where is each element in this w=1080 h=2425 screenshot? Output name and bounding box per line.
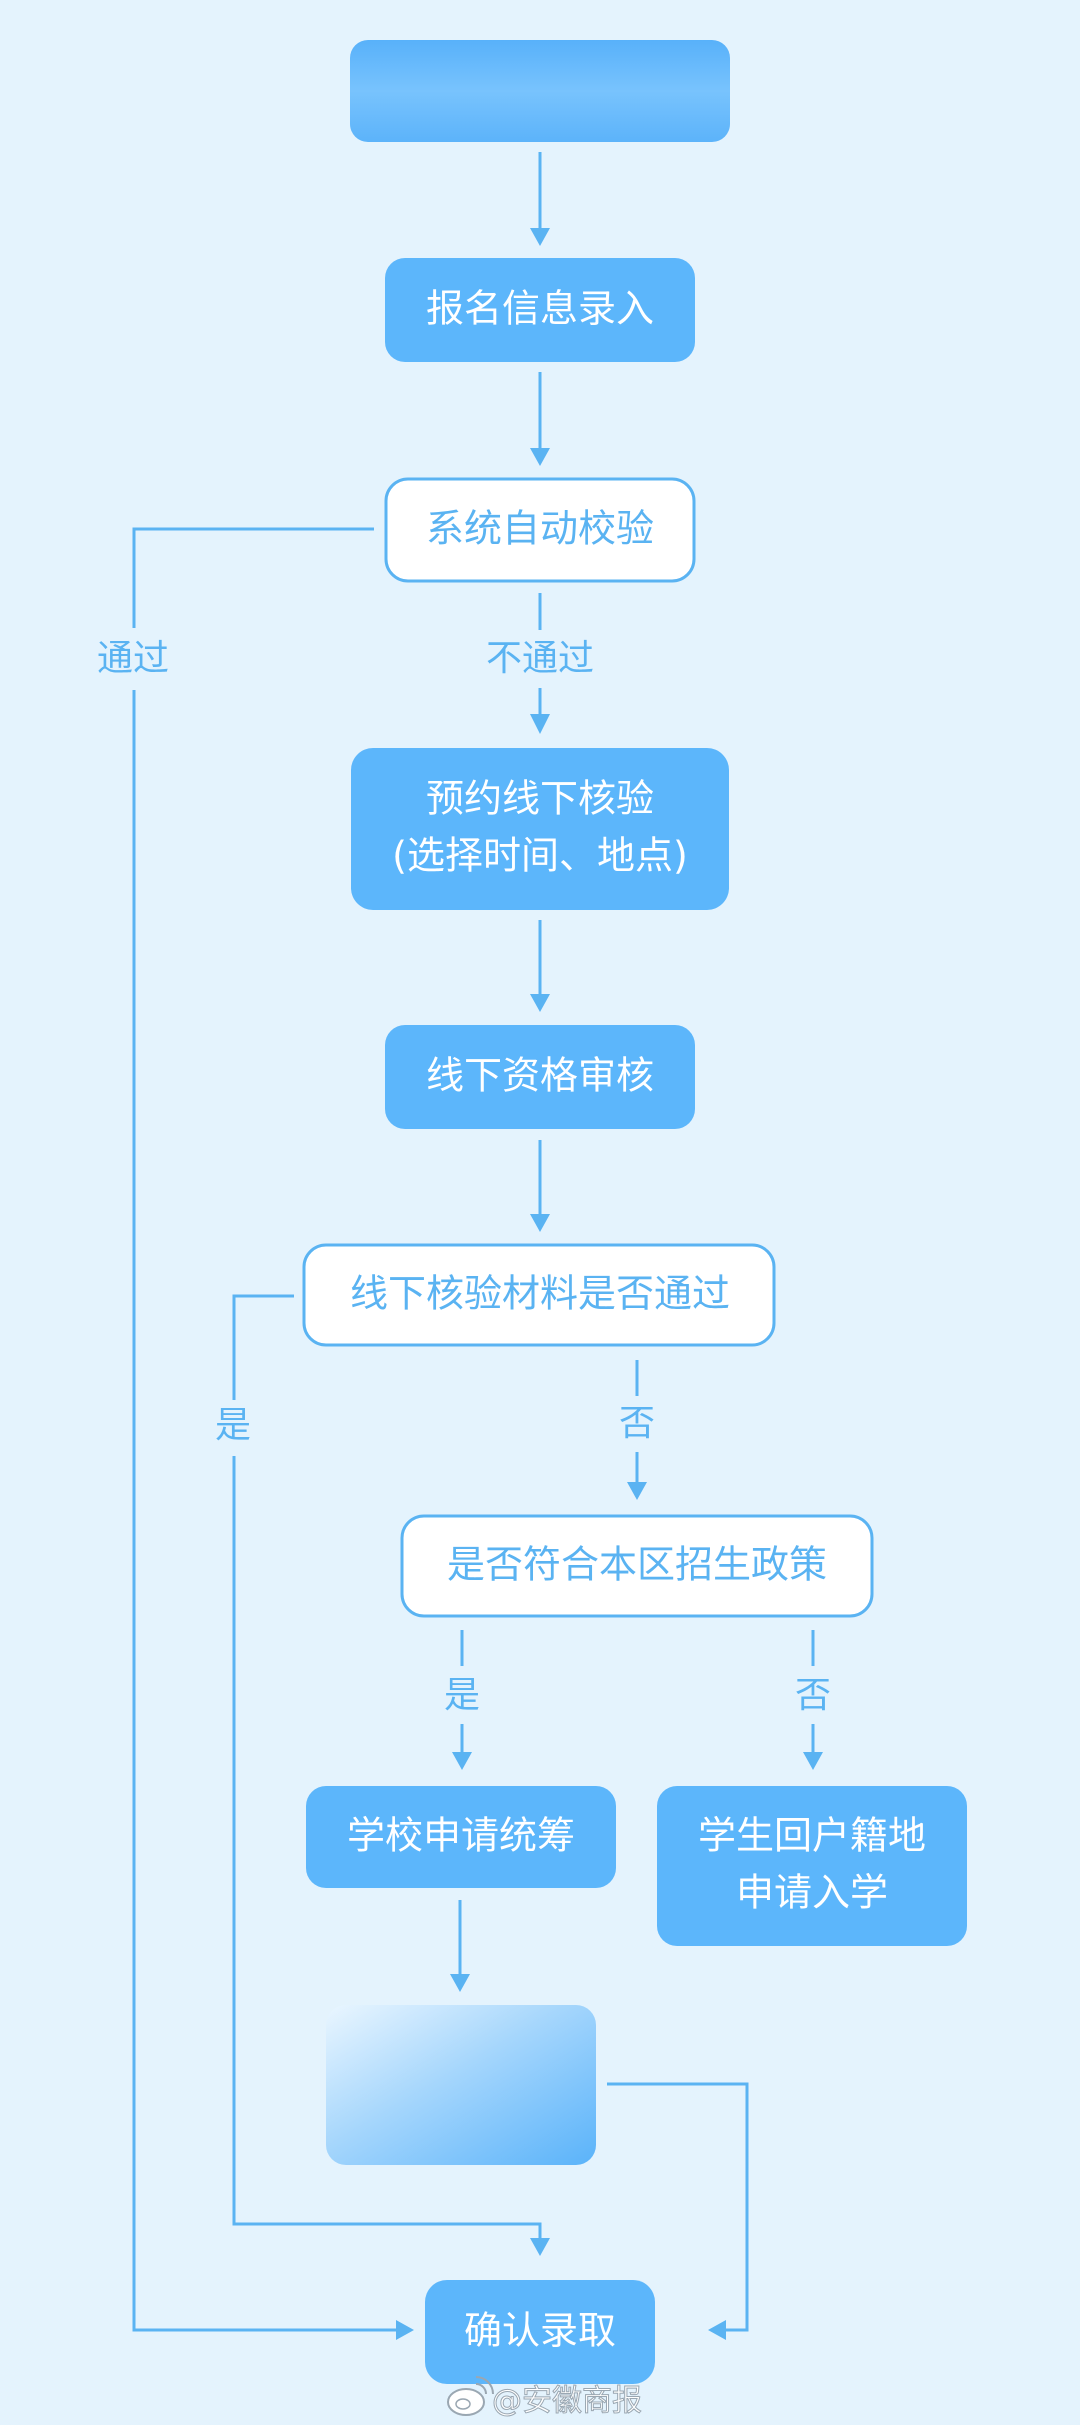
return-home-label-line1: 学生回户籍地 xyxy=(698,1814,926,1858)
arrow-head xyxy=(530,228,550,246)
node-return-home: 学生回户籍地 申请入学 xyxy=(657,1786,967,1946)
school-coord-label: 学校申请统筹 xyxy=(347,1814,575,1858)
auto-check-label: 系统自动校验 xyxy=(426,507,654,551)
edge-label-material-no: 否 xyxy=(619,1403,655,1444)
node-appointment: 预约线下核验 (选择时间、地点) xyxy=(351,748,729,910)
appointment-box xyxy=(351,748,729,910)
edge-auto-pass-lower xyxy=(132,690,400,2332)
edge-label-policy-yes: 是 xyxy=(444,1675,480,1716)
material-check-label: 线下核验材料是否通过 xyxy=(350,1272,730,1316)
appointment-label-line1: 预约线下核验 xyxy=(426,777,654,821)
watermark: @安徽商报 xyxy=(447,2376,643,2419)
node-top-blank xyxy=(350,40,730,142)
edge-label-policy-no: 否 xyxy=(795,1675,831,1716)
node-entry: 报名信息录入 xyxy=(385,258,695,362)
auto-check-box xyxy=(384,477,696,583)
edge-auto-pass-upper xyxy=(132,527,374,628)
confirm-box xyxy=(425,2280,655,2384)
material-check-box xyxy=(302,1243,776,1347)
arrow-head xyxy=(530,448,550,466)
offline-review-label: 线下资格审核 xyxy=(426,1054,654,1098)
confirm-label: 确认录取 xyxy=(464,2309,616,2353)
return-home-box xyxy=(657,1786,967,1946)
node-material-check: 线下核验材料是否通过 xyxy=(302,1243,776,1347)
top-blank-box xyxy=(350,40,730,142)
policy-check-box xyxy=(400,1514,874,1618)
connectors xyxy=(132,152,823,2340)
arrow-head xyxy=(452,1752,472,1770)
arrow-head xyxy=(530,1214,550,1232)
edge-label-auto-fail: 不通过 xyxy=(486,638,594,679)
node-school-coord: 学校申请统筹 xyxy=(306,1786,616,1888)
edge-material-yes-lower xyxy=(232,1456,542,2240)
arrow-head xyxy=(803,1752,823,1770)
arrow-head xyxy=(530,2238,550,2256)
node-auto-check: 系统自动校验 xyxy=(384,477,696,583)
blank-result-box xyxy=(326,2005,596,2165)
edge-result-to-confirm xyxy=(607,2082,749,2332)
node-offline-review: 线下资格审核 xyxy=(385,1025,695,1129)
arrow-head xyxy=(396,2320,414,2340)
entry-box xyxy=(385,258,695,362)
node-confirm: 确认录取 xyxy=(425,2280,655,2384)
appointment-label-line2: (选择时间、地点) xyxy=(392,834,688,878)
weibo-icon xyxy=(447,2376,494,2416)
node-blank-result xyxy=(326,2005,596,2165)
node-policy-check: 是否符合本区招生政策 xyxy=(400,1514,874,1618)
arrow-head xyxy=(530,714,550,734)
school-coord-box xyxy=(306,1786,616,1888)
return-home-label-line2: 申请入学 xyxy=(736,1871,888,1915)
edge-material-yes-upper xyxy=(232,1294,294,1400)
policy-check-label: 是否符合本区招生政策 xyxy=(447,1543,827,1587)
arrow-head xyxy=(450,1974,470,1992)
edge-label-auto-pass: 通过 xyxy=(97,638,169,679)
watermark-text: @安徽商报 xyxy=(492,2384,642,2419)
edge-label-material-yes: 是 xyxy=(215,1405,251,1446)
entry-label: 报名信息录入 xyxy=(426,287,654,331)
arrow-head xyxy=(708,2320,726,2340)
arrow-head xyxy=(530,994,550,1012)
offline-review-box xyxy=(385,1025,695,1129)
arrow-head xyxy=(627,1482,647,1500)
